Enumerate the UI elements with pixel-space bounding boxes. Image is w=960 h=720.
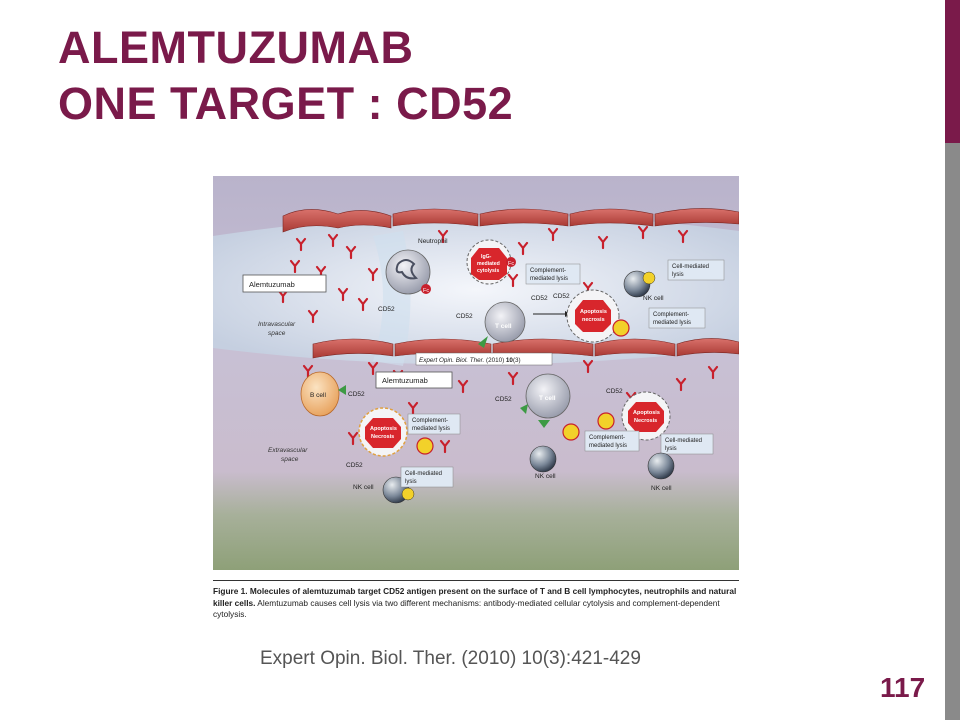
alemtuzumab-label-box: Alemtuzumab	[242, 274, 327, 293]
slide-title: ALEMTUZUMAB ONE TARGET : CD52	[58, 20, 513, 132]
nk-cell-label-left: NK cell	[353, 484, 374, 491]
cell-mediated-label-right: Cell-mediated	[665, 438, 702, 444]
cell-mediated-label: Cell-mediated	[672, 264, 709, 270]
extravascular-label: Extravascular	[268, 447, 308, 454]
neutrophil-label: Neutrophil	[418, 238, 448, 245]
svg-text:Necrosis: Necrosis	[634, 418, 657, 424]
apoptosis-cell-right	[621, 391, 671, 441]
t-cell-vessel	[484, 301, 526, 343]
alemtuzumab-label-2: Alemtuzumab	[382, 376, 428, 385]
complement-label-left: Complement-	[412, 418, 448, 424]
intravascular-label: Intravascular	[258, 321, 296, 328]
svg-text:cytolysis: cytolysis	[477, 268, 499, 274]
journal-reference-box	[415, 352, 553, 366]
vessel-wall-bottom	[312, 338, 739, 359]
citation: Expert Opin. Biol. Ther. (2010) 10(3):42…	[260, 648, 641, 669]
svg-text:lysis: lysis	[665, 446, 677, 452]
svg-text:mediated lysis: mediated lysis	[530, 276, 568, 282]
extravascular-label-2: space	[281, 456, 299, 463]
cd52-label-nk-left: CD52	[346, 462, 363, 469]
svg-text:lysis: lysis	[405, 479, 417, 485]
nk-cell-label-vessel: NK cell	[643, 295, 664, 302]
svg-text:mediated lysis: mediated lysis	[653, 320, 691, 326]
nk-cell-label-right: NK cell	[651, 485, 672, 492]
fc-label: Fc	[423, 288, 429, 294]
apoptosis-cell-vessel	[566, 289, 620, 343]
svg-text:Apoptosis: Apoptosis	[370, 426, 397, 432]
caption-rule	[213, 580, 739, 581]
igg-cytolysis-cell	[466, 239, 512, 285]
cd52-label-vessel-right: CD52	[553, 293, 570, 300]
svg-text:mediated lysis: mediated lysis	[412, 426, 450, 432]
complement-label-bottom-right: Complement-	[589, 435, 625, 441]
nk-cell-label-middle: NK cell	[535, 473, 556, 480]
cd52-mechanism-figure: Alemtuzumab Intravascular space Neutroph…	[213, 176, 739, 570]
complement-label: Complement-	[530, 268, 566, 274]
page-number: 117	[880, 672, 926, 703]
vessel-wall-top	[282, 208, 739, 233]
nk-cell-middle	[529, 445, 557, 473]
gray-side-bar	[945, 143, 960, 720]
fc-label-2: Fc	[508, 261, 514, 267]
nk-cell-vessel-2	[612, 319, 630, 337]
intravascular-label-2: space	[268, 330, 286, 337]
accent-side-bar	[945, 0, 960, 143]
b-cell-label: B cell	[310, 392, 326, 399]
apoptosis-cell-left	[358, 407, 408, 457]
svg-text:Apoptosis: Apoptosis	[633, 410, 660, 416]
cd52-label-neutrophil: CD52	[378, 306, 395, 313]
svg-text:Apoptosis: Apoptosis	[580, 309, 607, 315]
cd52-label-bcell: CD52	[348, 391, 365, 398]
svg-text:mediated: mediated	[477, 261, 500, 267]
caption-text: Alemtuzumab causes cell lysis via two di…	[213, 597, 720, 620]
b-cell	[300, 371, 340, 417]
title-line-1: ALEMTUZUMAB	[58, 22, 414, 73]
complement-label-right: Complement-	[653, 312, 689, 318]
nk-cell-vessel-1	[623, 270, 656, 298]
title-line-2: ONE TARGET : CD52	[58, 78, 514, 129]
t-cell-extravascular	[525, 373, 571, 419]
journal-reference: Expert Opin. Biol. Ther. (2010) 10(3)	[419, 357, 521, 364]
caption-bold: Figure 1. Molecules of alemtuzumab targe…	[213, 586, 737, 608]
cd52-label-tcell-2: CD52	[495, 396, 512, 403]
t-cell-label-2: T cell	[539, 395, 556, 402]
t-cell-label: T cell	[495, 323, 512, 330]
cd52-label-right: CD52	[606, 388, 623, 395]
cd52-label-apoptosis: CD52	[531, 295, 548, 302]
nk-cell-right	[647, 452, 675, 480]
figure-caption: Figure 1. Molecules of alemtuzumab targe…	[213, 586, 743, 621]
svg-text:lysis: lysis	[672, 272, 684, 278]
neutrophil-cell	[385, 249, 431, 295]
svg-text:mediated lysis: mediated lysis	[589, 443, 627, 449]
alemtuzumab-label: Alemtuzumab	[249, 280, 295, 289]
alemtuzumab-label-box-2: Alemtuzumab	[375, 371, 453, 389]
svg-text:Necrosis: Necrosis	[371, 434, 394, 440]
cd52-label-tcell: CD52	[456, 313, 473, 320]
svg-text:necrosis: necrosis	[582, 317, 605, 323]
svg-text:IgG-: IgG-	[481, 254, 492, 260]
cell-mediated-label-left: Cell-mediated	[405, 471, 442, 477]
